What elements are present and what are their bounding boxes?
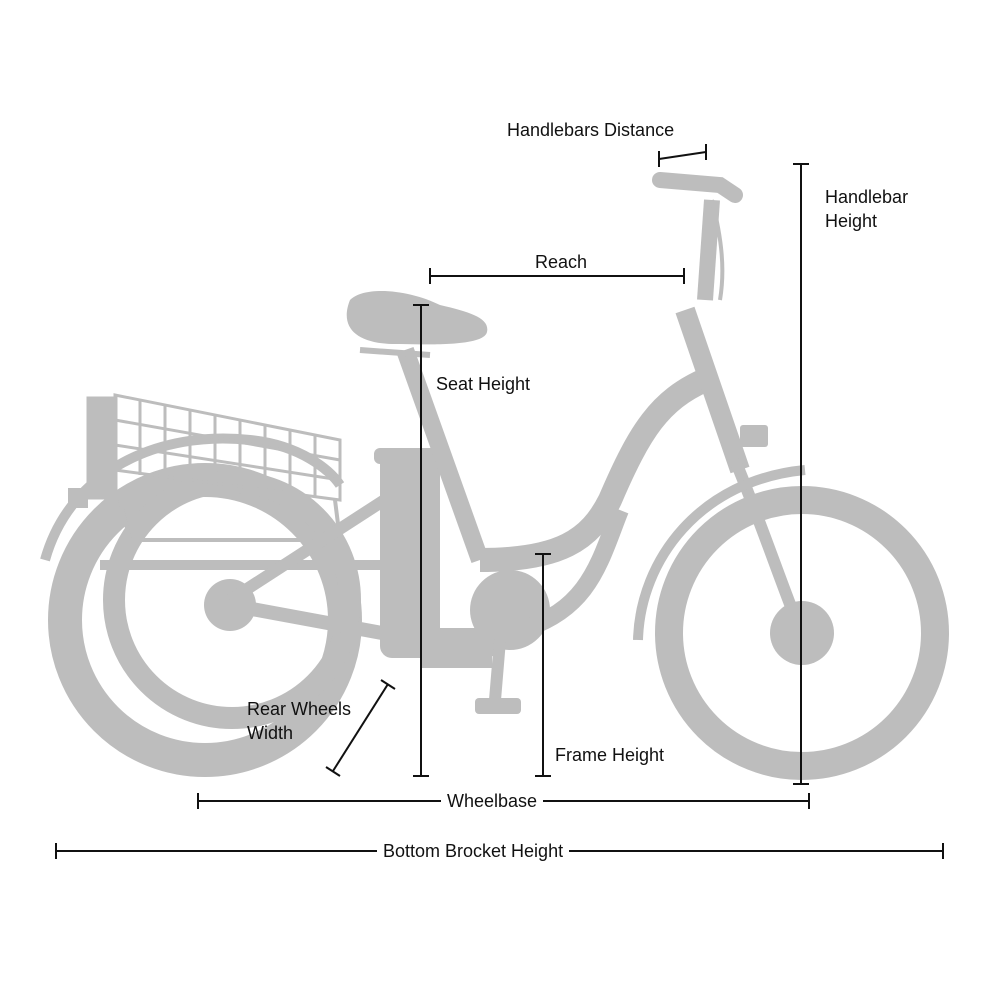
seat-height-line [413, 304, 429, 777]
tricycle-silhouette [40, 172, 949, 780]
handlebars-distance-line [658, 144, 707, 167]
rear-basket [86, 393, 343, 542]
handlebars-distance-label: Handlebars Distance [507, 120, 675, 140]
rear-inner-wheel [103, 471, 361, 729]
head-tube [675, 306, 750, 474]
reach-label: Reach [535, 252, 588, 272]
saddle [346, 290, 488, 345]
seat-height-label: Seat Height [436, 374, 531, 394]
handlebar-height-label-line2: Height [825, 211, 878, 231]
rear-wheels-width-label-line2: Width [247, 723, 294, 743]
bottom-bracket-height-label: Bottom Brocket Height [377, 839, 570, 863]
crank [489, 639, 506, 701]
main-frame [479, 369, 711, 572]
rear-wheels-width-label-line1: Rear Wheels [247, 699, 352, 719]
pedal [475, 698, 521, 714]
frame-height-line [535, 553, 551, 777]
handlebar-height-label-line1: Handlebar [825, 187, 909, 207]
headlight [740, 425, 768, 447]
seat-post [396, 346, 489, 564]
battery [380, 448, 440, 658]
rear-wheels-width-line [325, 679, 396, 777]
stem [697, 199, 720, 301]
handlebar-height-line [793, 163, 809, 785]
frame-height-label: Frame Height [555, 745, 665, 765]
handlebar [652, 172, 743, 203]
reach-line [429, 268, 685, 284]
seat-stay [226, 484, 404, 606]
front-fender [633, 465, 806, 641]
wheelbase-label: Wheelbase [441, 789, 544, 813]
